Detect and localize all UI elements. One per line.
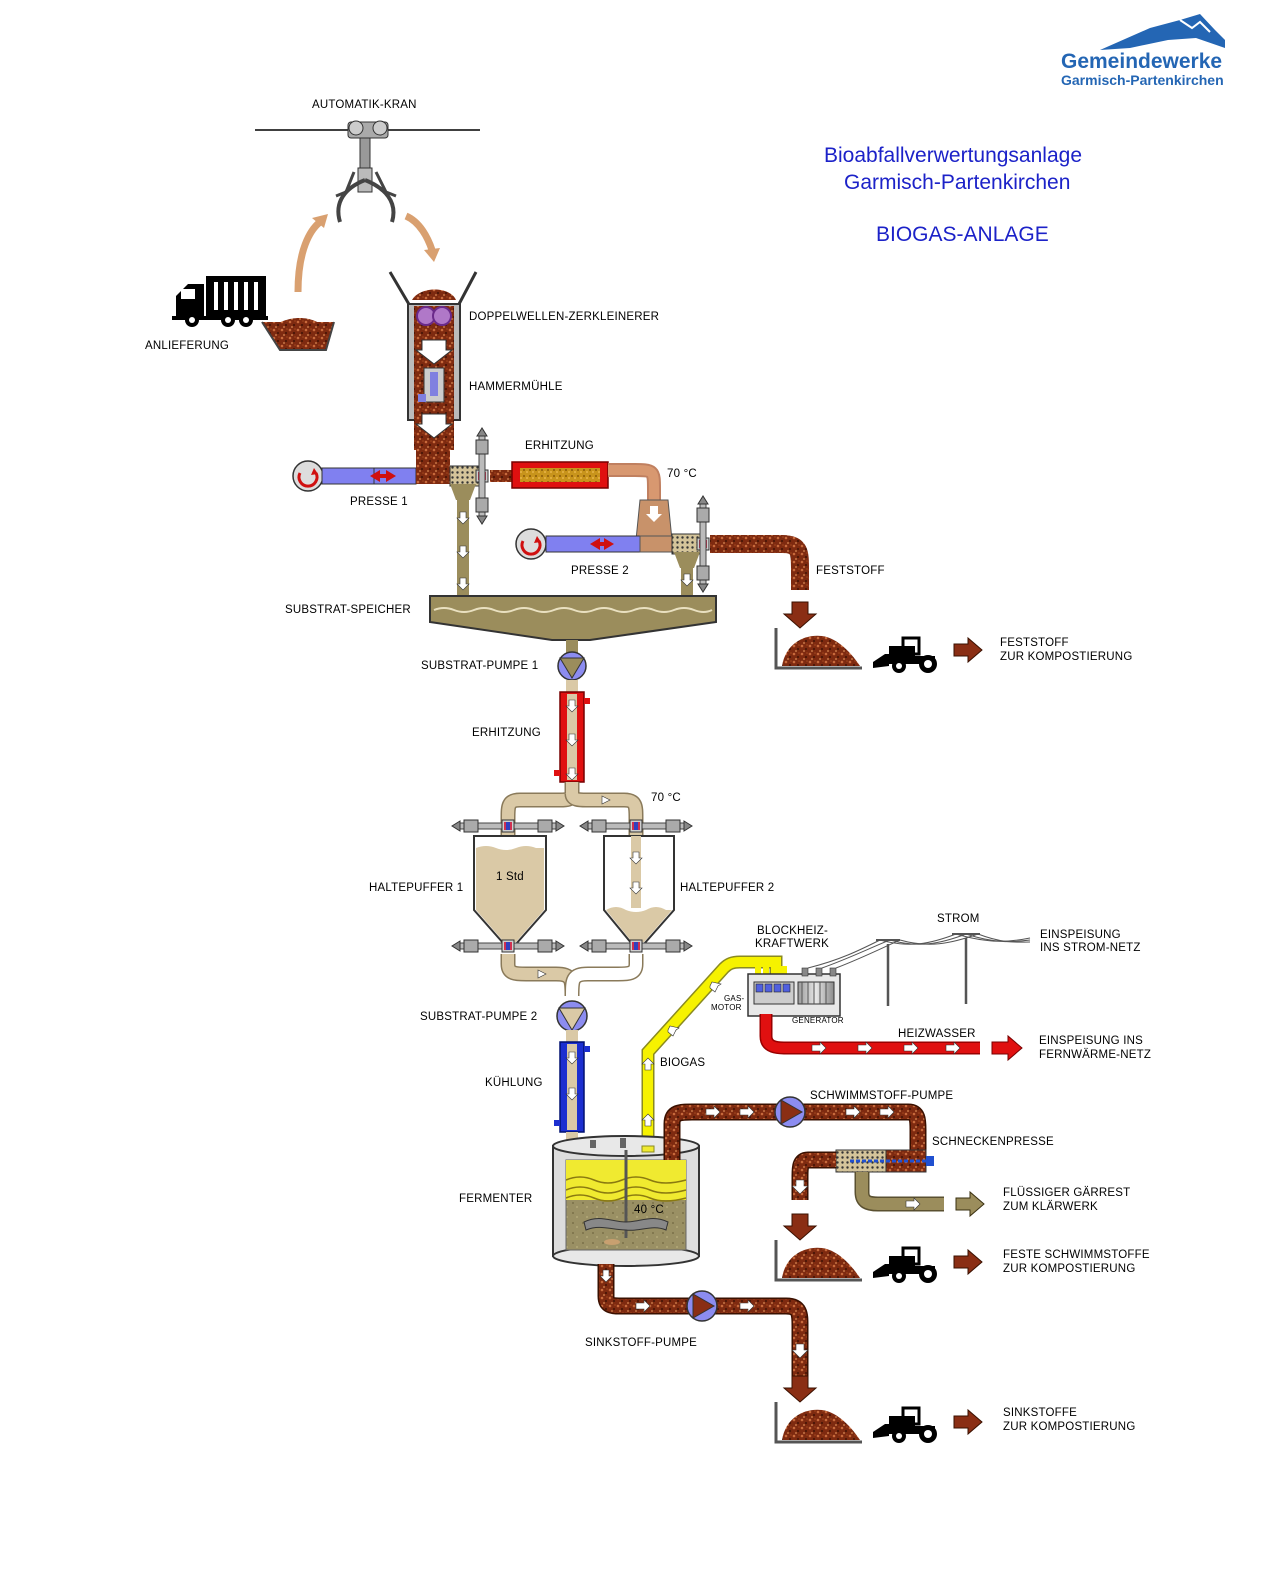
feste-schwimmstoffe [774,1213,983,1285]
sinkstoffe [774,1375,983,1445]
sinkstoff-pipe [597,1264,809,1380]
label-schneckenpresse: SCHNECKENPRESSE [932,1136,1054,1148]
label-substrat-speicher: SUBSTRAT-SPEICHER [285,604,411,616]
automatik-kran [255,120,480,223]
label-feste-schwimm-2: ZUR KOMPOSTIERUNG [1003,1263,1136,1275]
label-automatik-kran: AUTOMATIK-KRAN [312,99,417,111]
label-blockheiz-1: BLOCKHEIZ- [757,925,829,937]
buffer-outlet-pipes [500,954,644,997]
shredder-hopper [388,271,478,450]
label-substrat-pumpe-2: SUBSTRAT-PUMPE 2 [420,1011,538,1023]
label-einspeisung-strom-2: INS STROM-NETZ [1040,942,1141,954]
fermenter [552,1135,700,1267]
label-anlieferung: ANLIEFERUNG [145,340,229,352]
title-line-1: Bioabfallverwertungsanlage [824,144,1082,167]
label-one-std: 1 Std [496,871,524,883]
substrat-speicher [429,595,717,654]
feststoff-pipe [710,535,983,675]
label-fluessig-1: FLÜSSIGER GÄRREST [1003,1187,1131,1199]
erhitzung-mid [554,680,590,783]
kuehlung [554,1030,590,1150]
label-temp-mid: 70 °C [651,792,681,804]
label-temp-ferm: 40 °C [634,1204,664,1216]
label-substrat-pumpe-1: SUBSTRAT-PUMPE 1 [421,660,539,672]
label-einspeisung-fern-1: EINSPEISUNG INS [1039,1035,1143,1047]
label-blockheiz-2: KRAFTWERK [755,938,829,950]
title-line-2: Garmisch-Partenkirchen [844,171,1071,194]
blockheizkraftwerk [747,967,841,1017]
logo-line-1: Gemeindewerke [1061,50,1223,73]
label-hammermuehle: HAMMERMÜHLE [469,381,563,393]
label-schwimmstoff-pumpe: SCHWIMMSTOFF-PUMPE [810,1090,954,1102]
presse-1 [291,427,489,525]
logo [1100,14,1225,50]
crane-flow-arrows [294,212,440,293]
label-presse-2: PRESSE 2 [571,565,629,577]
label-haltepuffer-2: HALTEPUFFER 2 [680,882,775,894]
label-sinkstoffe-1: SINKSTOFFE [1003,1407,1077,1419]
label-strom: STROM [937,913,980,925]
label-feste-schwimm-1: FESTE SCHWIMMSTOFFE [1003,1249,1150,1261]
truck-icon [172,276,268,327]
schwimmstoff-pipe [663,1096,927,1160]
label-gas-motor-2: MOTOR [711,1003,742,1012]
strom-leitung [807,933,1031,1006]
filtrate-pipes [450,484,700,602]
label-erhitzung-top: ERHITZUNG [525,440,594,452]
label-kuehlung: KÜHLUNG [485,1077,543,1089]
biogas-pipe [641,955,787,1150]
delivery-bin [261,318,335,351]
label-einspeisung-strom-1: EINSPEISUNG [1040,929,1121,941]
label-gas-motor-1: GAS- [724,994,745,1003]
substrat-pumpe-1 [557,651,587,681]
label-einspeisung-fern-2: FERNWÄRME-NETZ [1039,1049,1152,1061]
haltepuffer-1 [451,835,565,953]
erhitzung-top [490,461,673,541]
label-feststoff: FESTSTOFF [816,565,885,577]
label-haltepuffer-1: HALTEPUFFER 1 [369,882,464,894]
label-generator: GENERATOR [792,1016,844,1025]
substrat-pumpe-2 [556,1000,588,1032]
label-feststoff-kompost-2: ZUR KOMPOSTIERUNG [1000,651,1133,663]
label-erhitzung-mid: ERHITZUNG [472,727,541,739]
schneckenpresse [791,1149,985,1218]
haltepuffer-2 [579,835,693,953]
presse-2 [514,495,710,593]
title-subtitle: BIOGAS-ANLAGE [876,223,1049,246]
label-biogas: BIOGAS [660,1057,706,1069]
label-sinkstoff-pumpe: SINKSTOFF-PUMPE [585,1337,698,1349]
label-presse-1: PRESSE 1 [350,496,408,508]
label-feststoff-kompost-1: FESTSTOFF [1000,637,1069,649]
label-sinkstoffe-2: ZUR KOMPOSTIERUNG [1003,1421,1136,1433]
label-fermenter: FERMENTER [459,1193,533,1205]
label-doppelwellen: DOPPELWELLEN-ZERKLEINERER [469,311,660,323]
label-heizwasser: HEIZWASSER [898,1028,976,1040]
label-temp-top: 70 °C [667,468,697,480]
buffer-inlet-pipes [451,782,693,836]
label-fluessig-2: ZUM KLÄRWERK [1003,1201,1098,1213]
logo-line-2: Garmisch-Partenkirchen [1061,72,1224,88]
heizwasser-pipe [759,1014,1023,1062]
